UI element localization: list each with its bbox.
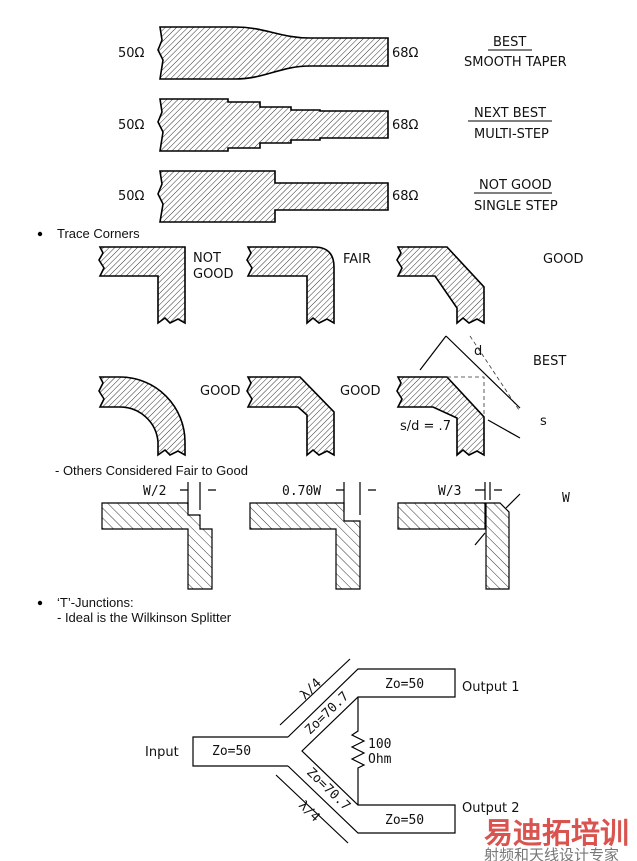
impedance-label: Zo=50 bbox=[385, 813, 424, 828]
dimension-label: W bbox=[562, 491, 570, 506]
dimension-d: d bbox=[474, 344, 482, 359]
corner-label: GOOD bbox=[340, 384, 381, 399]
dimension-label: W/2 bbox=[143, 484, 166, 499]
output1-label: Output 1 bbox=[462, 680, 520, 695]
corner-label: FAIR bbox=[343, 252, 371, 267]
dimension-s: s bbox=[540, 414, 547, 429]
impedance-label: Zo=50 bbox=[212, 744, 251, 759]
output2-label: Output 2 bbox=[462, 801, 520, 816]
corner-w3-chamfer: W/3 W bbox=[397, 482, 570, 590]
watermark-title: 易迪拓培训 bbox=[484, 816, 629, 850]
subheading: - Others Considered Fair to Good bbox=[55, 463, 248, 478]
corner-not-good: NOT GOOD bbox=[98, 246, 234, 325]
corner-good-chamfer: GOOD bbox=[396, 246, 584, 325]
rating-label: BEST bbox=[493, 35, 526, 50]
watermark: 易迪拓培训 射频和天线设计专家 bbox=[484, 816, 629, 861]
watermark-subtitle: 射频和天线设计专家 bbox=[484, 846, 619, 861]
dimension-label: 0.70W bbox=[282, 484, 321, 499]
resistor-unit: Ohm bbox=[368, 752, 392, 767]
taper-multistep: 50Ω 68Ω NEXT BEST MULTI-STEP bbox=[118, 98, 552, 152]
corner-label: GOOD bbox=[543, 252, 584, 267]
bullet-icon bbox=[37, 600, 43, 606]
subheading: - Ideal is the Wilkinson Splitter bbox=[57, 610, 232, 625]
quarter-wave-label: λ/4 bbox=[297, 676, 324, 703]
resistor-value: 100 bbox=[368, 737, 391, 752]
taper-smooth: 50Ω 68Ω BEST SMOOTH TAPER bbox=[118, 26, 567, 80]
taper-desc: SMOOTH TAPER bbox=[464, 55, 567, 70]
impedance-left: 50Ω bbox=[118, 189, 145, 204]
corner-best-mitered: d s BEST s/d = .7 bbox=[396, 335, 566, 457]
section-heading: Trace Corners bbox=[57, 226, 140, 241]
dimension-label: W/3 bbox=[438, 484, 461, 499]
corner-label: NOT bbox=[193, 251, 221, 266]
impedance-left: 50Ω bbox=[118, 118, 145, 133]
impedance-right: 68Ω bbox=[392, 118, 419, 133]
corner-w2-step: W/2 bbox=[101, 482, 216, 590]
corner-label: BEST bbox=[533, 354, 566, 369]
quarter-wave-label: λ/4 bbox=[295, 798, 322, 825]
wilkinson-splitter: Input Zo=50 Zo=50 Zo=50 Output 1 Output … bbox=[145, 658, 520, 844]
input-label: Input bbox=[145, 745, 179, 760]
rating-label: NOT GOOD bbox=[479, 178, 552, 193]
corner-070w-step: 0.70W bbox=[249, 482, 376, 590]
rating-label: NEXT BEST bbox=[474, 106, 546, 121]
taper-single-step: 50Ω 68Ω NOT GOOD SINGLE STEP bbox=[118, 170, 558, 223]
impedance-right: 68Ω bbox=[392, 46, 419, 61]
taper-desc: MULTI-STEP bbox=[474, 127, 549, 142]
bullet-icon bbox=[37, 231, 43, 237]
corner-label: GOOD bbox=[193, 267, 234, 282]
taper-desc: SINGLE STEP bbox=[474, 199, 558, 214]
ratio-label: s/d = .7 bbox=[400, 419, 451, 434]
corner-fair: FAIR bbox=[246, 246, 371, 325]
impedance-label: Zo=50 bbox=[385, 677, 424, 692]
impedance-right: 68Ω bbox=[392, 189, 419, 204]
corner-good-chamfer-2: GOOD bbox=[246, 376, 381, 457]
corner-good-radius: GOOD bbox=[98, 376, 241, 457]
corner-label: GOOD bbox=[200, 384, 241, 399]
section-heading: ‘T’-Junctions: bbox=[57, 595, 134, 610]
impedance-left: 50Ω bbox=[118, 46, 145, 61]
